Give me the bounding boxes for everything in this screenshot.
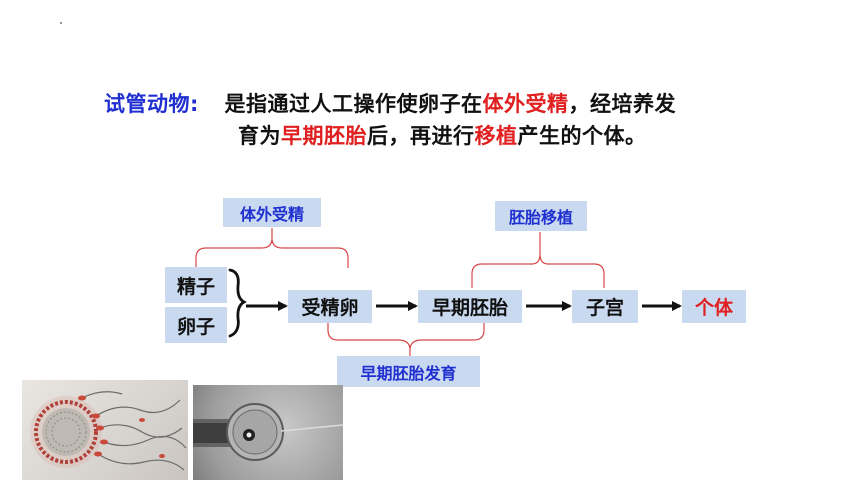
definition-text: 产生的个体。 — [517, 124, 647, 148]
definition-text: 育为 — [238, 124, 281, 148]
label-in-vitro-fertilization: 体外受精 — [223, 198, 321, 227]
definition-line-2: 育为早期胚胎后，再进行移植产生的个体。 — [238, 120, 647, 150]
definition-text: 是指通过人工操作使卵子在 — [224, 92, 483, 116]
definition-line-1: 试管动物: 是指通过人工操作使卵子在体外受精，经培养发 — [104, 88, 676, 118]
node-early-embryo: 早期胚胎 — [418, 290, 522, 323]
microinjection-photo — [193, 385, 343, 480]
inputs-brace — [228, 268, 247, 338]
bracket-development — [327, 322, 485, 356]
node-sperm: 精子 — [165, 267, 227, 303]
node-uterus: 子宫 — [572, 290, 638, 323]
definition-text: 后，再进行 — [367, 124, 475, 148]
node-egg: 卵子 — [165, 307, 227, 343]
label-embryo-transfer: 胚胎移植 — [495, 201, 587, 231]
label-early-embryo-development: 早期胚胎发育 — [337, 356, 480, 387]
decor-dot — [60, 22, 62, 24]
node-zygote: 受精卵 — [288, 290, 372, 323]
node-individual: 个体 — [682, 290, 746, 323]
sperm-egg-illustration — [22, 380, 188, 480]
highlight-transfer: 移植 — [474, 124, 518, 148]
highlight-early-embryo: 早期胚胎 — [281, 124, 367, 148]
definition-text: ，经培养发 — [568, 92, 677, 116]
bracket-transfer — [471, 232, 605, 288]
bracket-fertilization — [195, 228, 349, 268]
highlight-ivf: 体外受精 — [482, 92, 569, 116]
definition-term: 试管动物: — [104, 92, 199, 116]
